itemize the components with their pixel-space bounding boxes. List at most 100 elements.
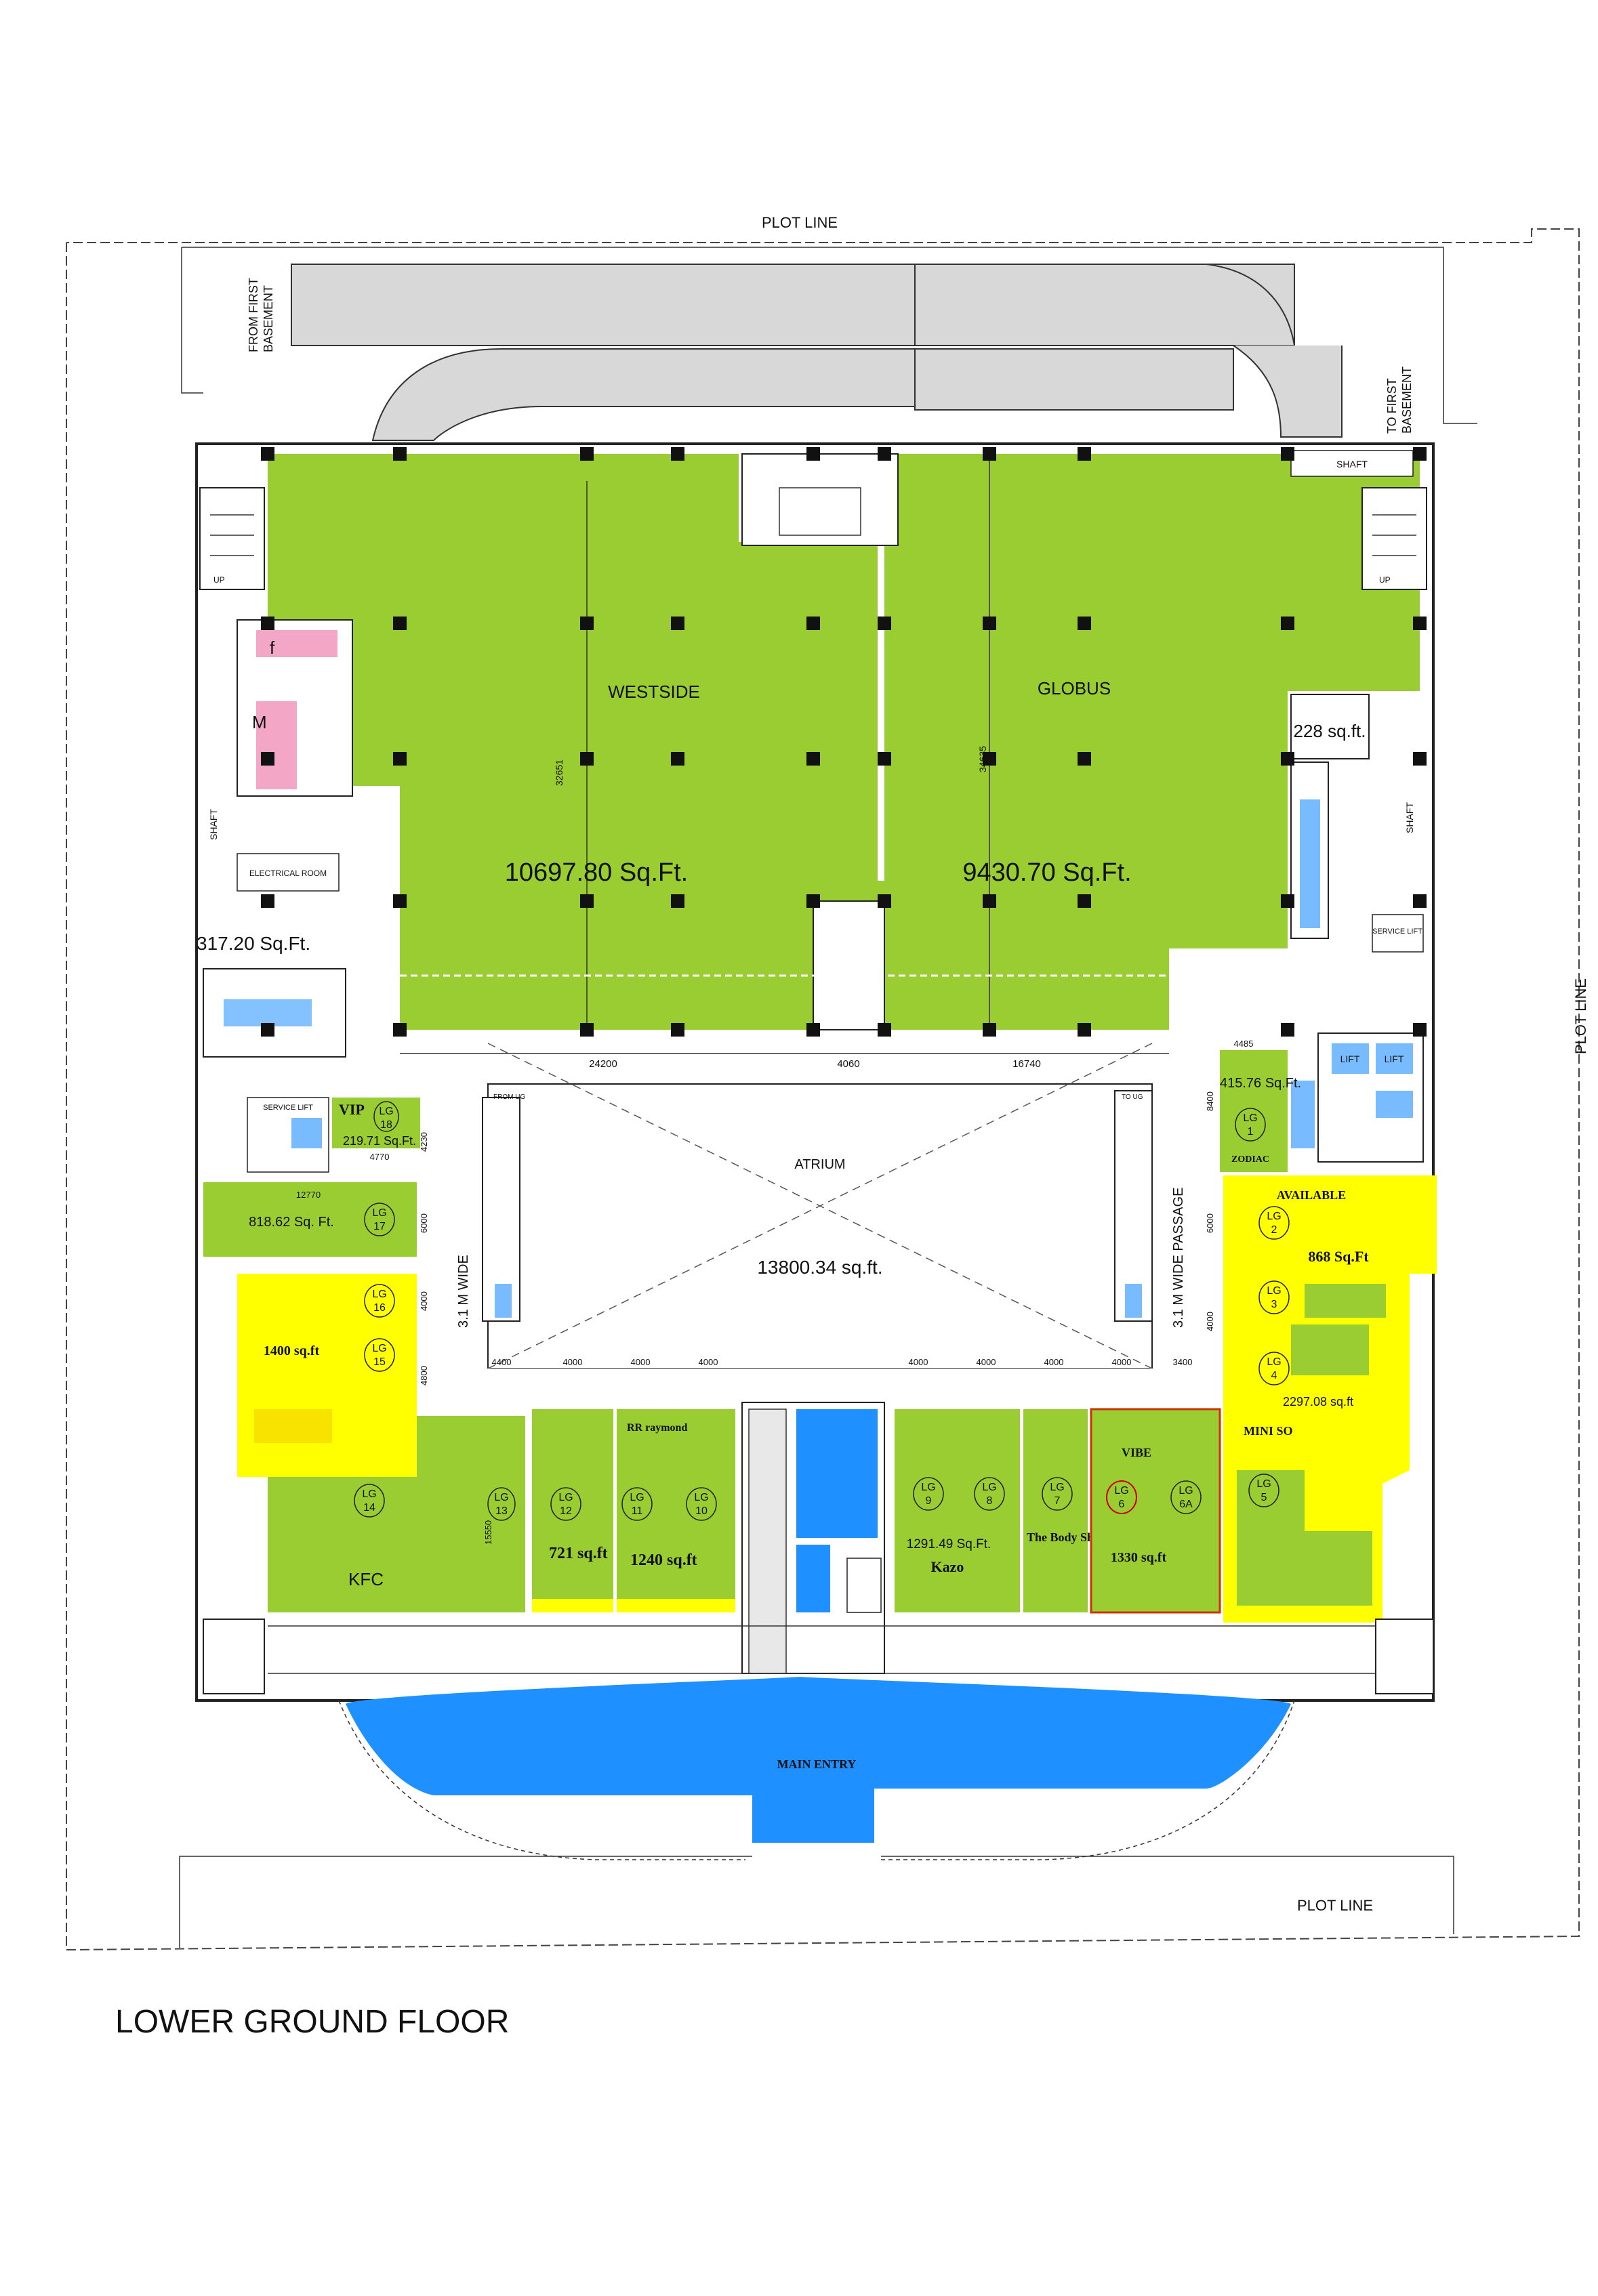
- dim-24200: 24200: [589, 1058, 617, 1070]
- unit-lg3-green: [1305, 1284, 1386, 1318]
- main-entry-label: MAIN ENTRY: [777, 1757, 857, 1771]
- unit-lg17-marker: [364, 1203, 395, 1236]
- unit-lg8-9: [895, 1409, 1020, 1612]
- structural-column: [1281, 752, 1294, 766]
- structural-column: [393, 447, 407, 461]
- lift-2-label: LIFT: [1385, 1053, 1404, 1064]
- dim-8400: 8400: [1205, 1091, 1215, 1111]
- toilet-female: f: [270, 638, 275, 658]
- unit-lg5-tenant: MINI SO: [1244, 1424, 1293, 1438]
- structural-column: [1281, 617, 1294, 630]
- unit-lg9-marker: [913, 1477, 944, 1511]
- plot-boundary: [66, 228, 1580, 1951]
- unit-lg17-num: 17: [373, 1221, 386, 1232]
- unit-lg4-green: [1291, 1324, 1369, 1375]
- structural-column: [1413, 447, 1427, 461]
- unit-lg15-num: 15: [373, 1356, 386, 1368]
- unit-lg5-lg: LG: [1256, 1478, 1271, 1490]
- unit-lg5-num: 5: [1261, 1492, 1267, 1503]
- wide-passage-left: 3.1 M WIDE: [456, 1255, 471, 1328]
- unit-lg12: [532, 1409, 613, 1612]
- unit-lg7-lg: LG: [1050, 1482, 1064, 1493]
- unit-lg6-marker: [1106, 1480, 1137, 1514]
- atrium-diagonal-2: [487, 1043, 1153, 1369]
- unit-lg9-tenant: Kazo: [931, 1558, 964, 1575]
- dim-4000-left: 4000: [419, 1291, 429, 1311]
- structural-column: [983, 894, 996, 908]
- unit-lg8-lg: LG: [982, 1482, 996, 1493]
- stair-left-mid: [203, 968, 346, 1058]
- toilet-block: [237, 619, 353, 797]
- unit-lg14-lg: LG: [362, 1488, 376, 1500]
- shaft-left: SHAFT: [208, 809, 219, 840]
- structural-column: [1281, 1023, 1294, 1037]
- structural-column: [806, 617, 820, 630]
- unit-lg18-area: 219.71 Sq.Ft.: [343, 1134, 416, 1148]
- access-road-upper: [181, 247, 1477, 424]
- bay-dim: 4000: [699, 1357, 718, 1367]
- unit-lg10-lg: LG: [694, 1492, 708, 1503]
- unit-lg5-marker: [1248, 1474, 1279, 1507]
- structural-column: [580, 752, 594, 766]
- stair-right-up: UP: [1379, 575, 1391, 585]
- dim-4485: 4485: [1234, 1039, 1254, 1049]
- unit-lg15-16: [237, 1274, 417, 1477]
- bay-dim: 4000: [1112, 1357, 1132, 1367]
- electrical-room: [237, 853, 340, 892]
- shaft-top-right-label: SHAFT: [1336, 459, 1368, 469]
- shaft-right: SHAFT: [1404, 802, 1415, 833]
- unit-lg5-green: [1237, 1531, 1372, 1606]
- structural-column: [806, 894, 820, 908]
- structural-column: [1078, 752, 1091, 766]
- escalator-atrium-right: [1114, 1090, 1153, 1322]
- dim-6000-right: 6000: [1205, 1213, 1215, 1233]
- westside-name: WESTSIDE: [608, 682, 700, 702]
- main-entry-pool: [346, 1677, 1291, 1843]
- structural-column: [671, 752, 684, 766]
- from-ug-label: FROM UG: [493, 1093, 525, 1101]
- page-title: LOWER GROUND FLOOR: [115, 2004, 509, 2040]
- structural-column: [1413, 752, 1427, 766]
- unit-lg15-area: 1400 sq.ft: [264, 1343, 320, 1358]
- structural-column: [1281, 894, 1294, 908]
- toilet-male: M: [252, 712, 267, 732]
- dim-3400: 3400: [1173, 1357, 1193, 1367]
- unit-lg17: [203, 1182, 417, 1257]
- westside-area: [268, 454, 878, 1030]
- globus-area: [813, 454, 1420, 1030]
- unit-lg18: [247, 1097, 420, 1173]
- unit-lg10-marker: [686, 1487, 717, 1521]
- service-lift-right-label: SERVICE LIFT: [1372, 927, 1422, 936]
- stair-left-up: UP: [213, 575, 225, 585]
- unit-lg15-marker: [364, 1338, 395, 1372]
- structural-column: [1413, 617, 1427, 630]
- unit-lg1-tenant: ZODIAC: [1231, 1154, 1269, 1165]
- escalator-atrium-left: [482, 1097, 520, 1322]
- unit-lg12-num: 12: [560, 1505, 572, 1517]
- unit-lg6-lg: LG: [1114, 1485, 1128, 1497]
- unit-lg7: [1023, 1409, 1088, 1612]
- unit-lg6-num: 6: [1119, 1499, 1125, 1510]
- access-road-lower: [179, 1856, 1454, 1948]
- unit-lg18-lg: LG: [379, 1106, 393, 1117]
- entry-arc: [338, 1700, 1295, 1860]
- unit-lg10-area: 1240 sq.ft: [630, 1551, 697, 1569]
- to-ug-label: TO UG: [1122, 1093, 1143, 1101]
- atrium-label: ATRIUM: [794, 1157, 845, 1172]
- unit-lg6-area: 1330 sq.ft: [1111, 1550, 1167, 1565]
- unit-lg11-tenant: RR raymond: [627, 1422, 687, 1434]
- unit-lg7-tenant: The Body Shop: [1027, 1530, 1107, 1544]
- structural-column: [878, 447, 891, 461]
- structural-column: [1078, 894, 1091, 908]
- dim-4230: 4230: [419, 1132, 429, 1152]
- area-415: 415.76 Sq.Ft.: [1220, 1076, 1301, 1091]
- unit-lg13-num: 13: [495, 1505, 508, 1517]
- atrium-area: 13800.34 sq.ft.: [757, 1257, 882, 1278]
- stair-bottom-left: [203, 1619, 265, 1694]
- structural-column: [671, 617, 684, 630]
- unit-lg6a-num: 6A: [1179, 1499, 1193, 1510]
- structural-column: [671, 894, 684, 908]
- structural-column: [806, 447, 820, 461]
- front-colonnade: [268, 1625, 1376, 1674]
